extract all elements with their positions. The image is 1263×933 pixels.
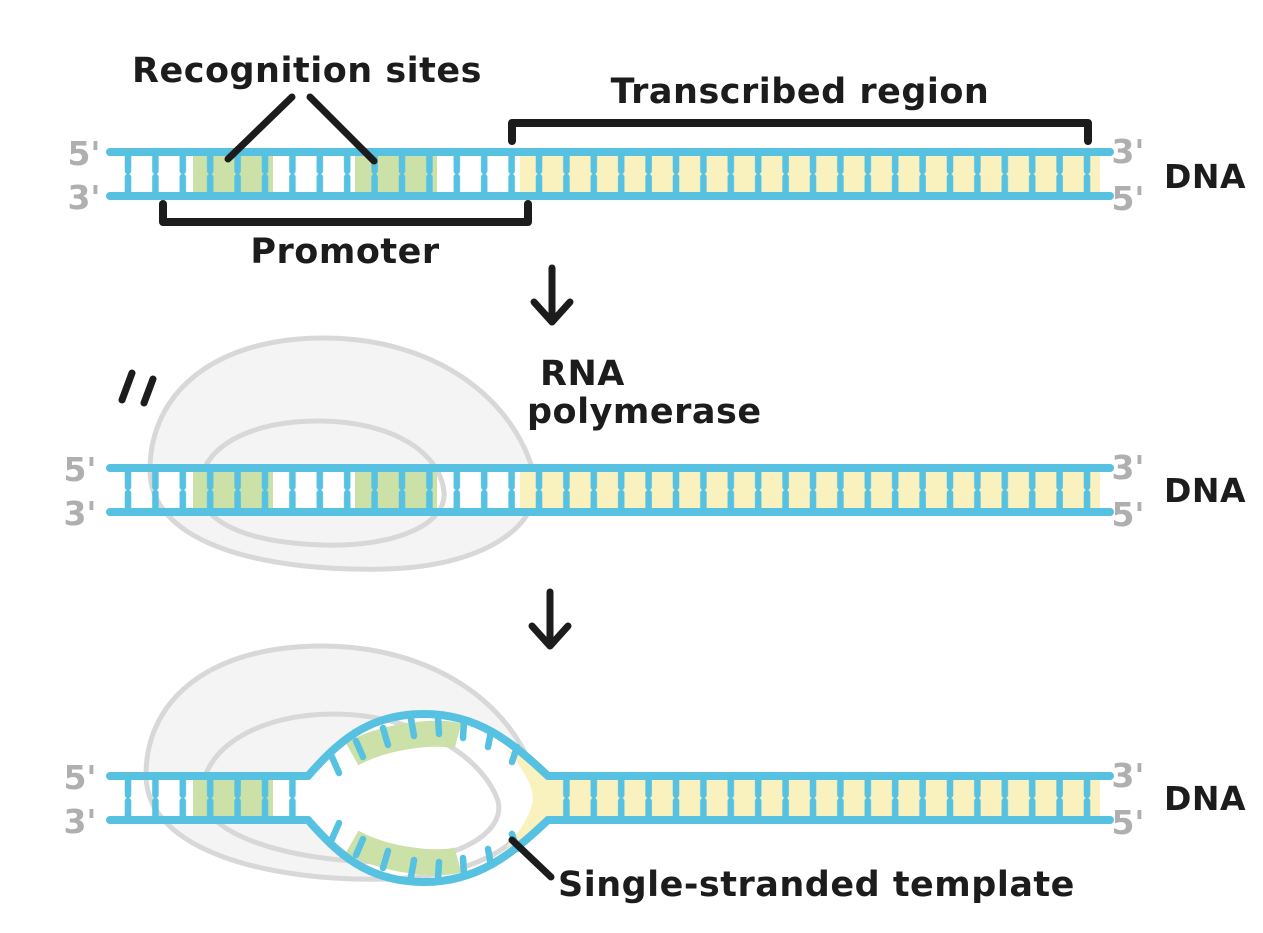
promoter-bracket <box>159 200 532 226</box>
three-prime-label: 3' <box>67 178 100 217</box>
panel-polymerase-binding: RNA polymerase 5' 3' 3' 5' DNA <box>63 338 1246 569</box>
five-prime-label: 5' <box>67 134 100 173</box>
dna-label: DNA <box>1164 779 1246 818</box>
rna-polymerase-label-line1: RNA <box>540 354 625 394</box>
three-prime-label: 3' <box>1111 756 1144 795</box>
base-pair-ticks <box>110 468 1110 512</box>
single-stranded-template-label: Single-stranded template <box>558 865 1075 905</box>
five-prime-label: 5' <box>1111 495 1144 534</box>
three-prime-label: 3' <box>63 802 96 841</box>
three-prime-label: 3' <box>1111 448 1144 487</box>
step-arrow-1 <box>530 264 574 326</box>
three-prime-label: 3' <box>63 494 96 533</box>
three-prime-label: 3' <box>1111 132 1144 171</box>
arrow-head <box>528 622 572 650</box>
base-pair-ticks <box>110 152 1110 196</box>
motion-dash-2 <box>140 375 157 407</box>
recognition-pointer-right <box>306 93 378 165</box>
rna-polymerase-body <box>150 338 536 570</box>
five-prime-label: 5' <box>63 450 96 489</box>
dna-label: DNA <box>1164 471 1246 510</box>
five-prime-label: 5' <box>1111 179 1144 218</box>
rna-polymerase-label-line2: polymerase <box>527 392 762 432</box>
five-prime-label: 5' <box>63 758 96 797</box>
panel-promoter-map: Recognition sites Transcribed region Pro… <box>67 51 1246 272</box>
transcribed-region-label: Transcribed region <box>611 72 990 112</box>
panel-transcription-bubble: Single-stranded template 5' 3' 3' 5' DNA <box>63 646 1246 905</box>
template-pointer-line <box>508 836 555 881</box>
recognition-pointer-left <box>224 93 296 163</box>
step-arrow-2 <box>528 588 572 650</box>
motion-dash-1 <box>118 369 136 404</box>
recognition-sites-label: Recognition sites <box>132 51 482 91</box>
bubble-vertex-fill <box>505 748 548 848</box>
five-prime-label: 5' <box>1111 803 1144 842</box>
base-pair-ticks-left <box>110 776 308 820</box>
arrow-head <box>530 298 574 326</box>
bubble-top-strand <box>304 709 552 780</box>
dna-label: DNA <box>1164 157 1246 196</box>
base-pair-ticks-right <box>548 776 1110 820</box>
transcribed-region-bracket <box>508 119 1092 145</box>
promoter-label: Promoter <box>250 232 439 272</box>
